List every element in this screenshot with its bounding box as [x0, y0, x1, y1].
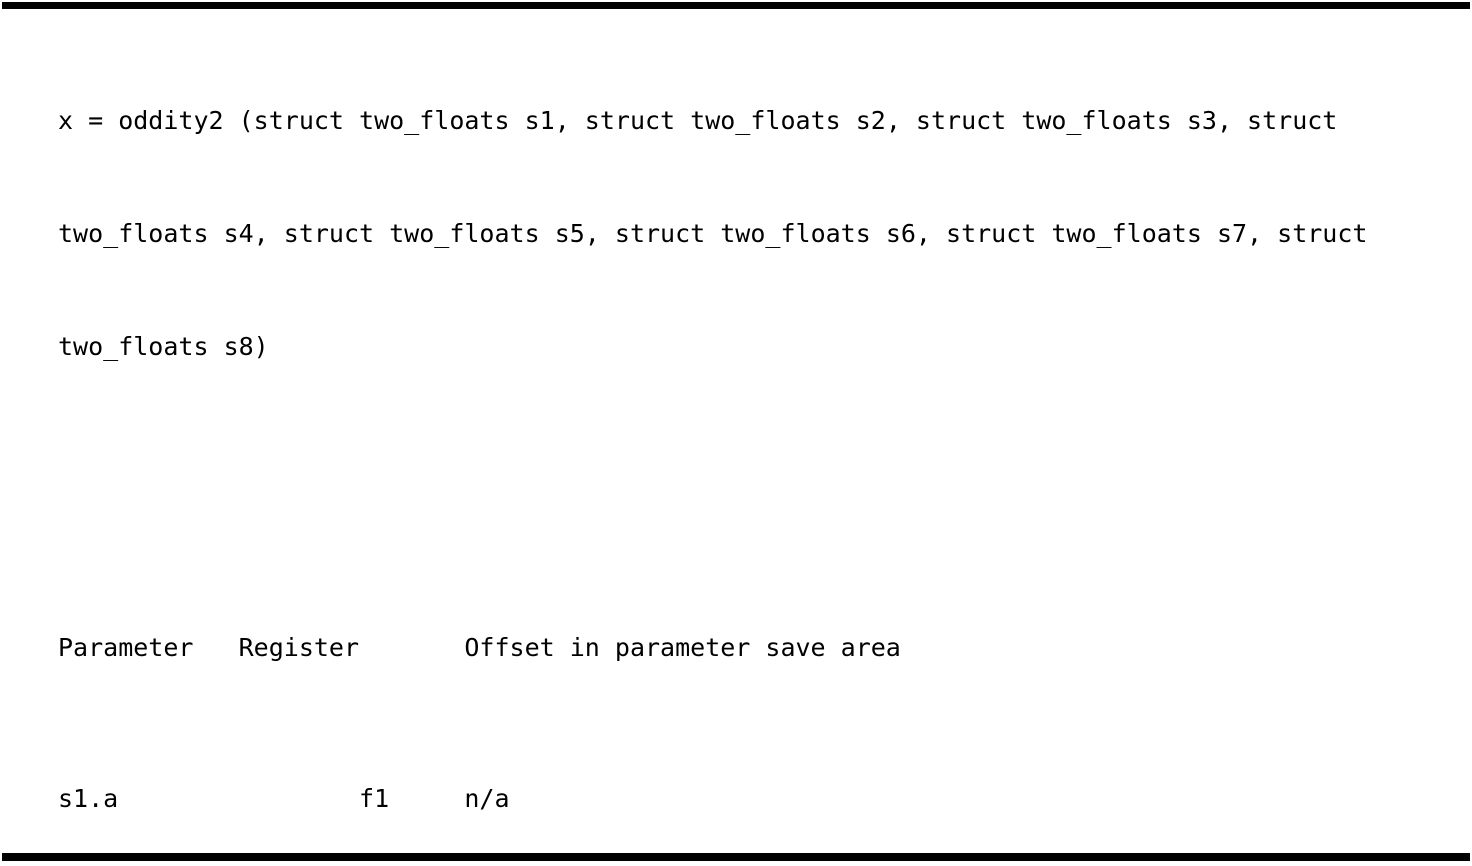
cell-parameter: s1.a	[58, 784, 119, 814]
column-header-parameter: Parameter	[58, 633, 194, 663]
function-signature-line-2: two_floats s4, struct two_floats s5, str…	[58, 219, 1368, 249]
figure-content: x = oddity2 (struct two_floats s1, struc…	[58, 27, 1452, 866]
column-header-offset: Offset in parameter save area	[464, 633, 901, 663]
blank-line	[58, 479, 1452, 517]
top-rule	[2, 2, 1470, 9]
cell-offset: n/a	[464, 784, 510, 814]
table-header-row: Parameter Register Offset in parameter s…	[58, 629, 1452, 667]
table-row: s1.a f1 n/a	[58, 780, 1452, 818]
cell-register: f1	[359, 784, 390, 814]
column-header-register: Register	[238, 633, 360, 663]
bottom-rule	[2, 853, 1470, 861]
function-signature-line-3: two_floats s8)	[58, 332, 269, 362]
function-signature-line-1: x = oddity2 (struct two_floats s1, struc…	[58, 106, 1338, 136]
